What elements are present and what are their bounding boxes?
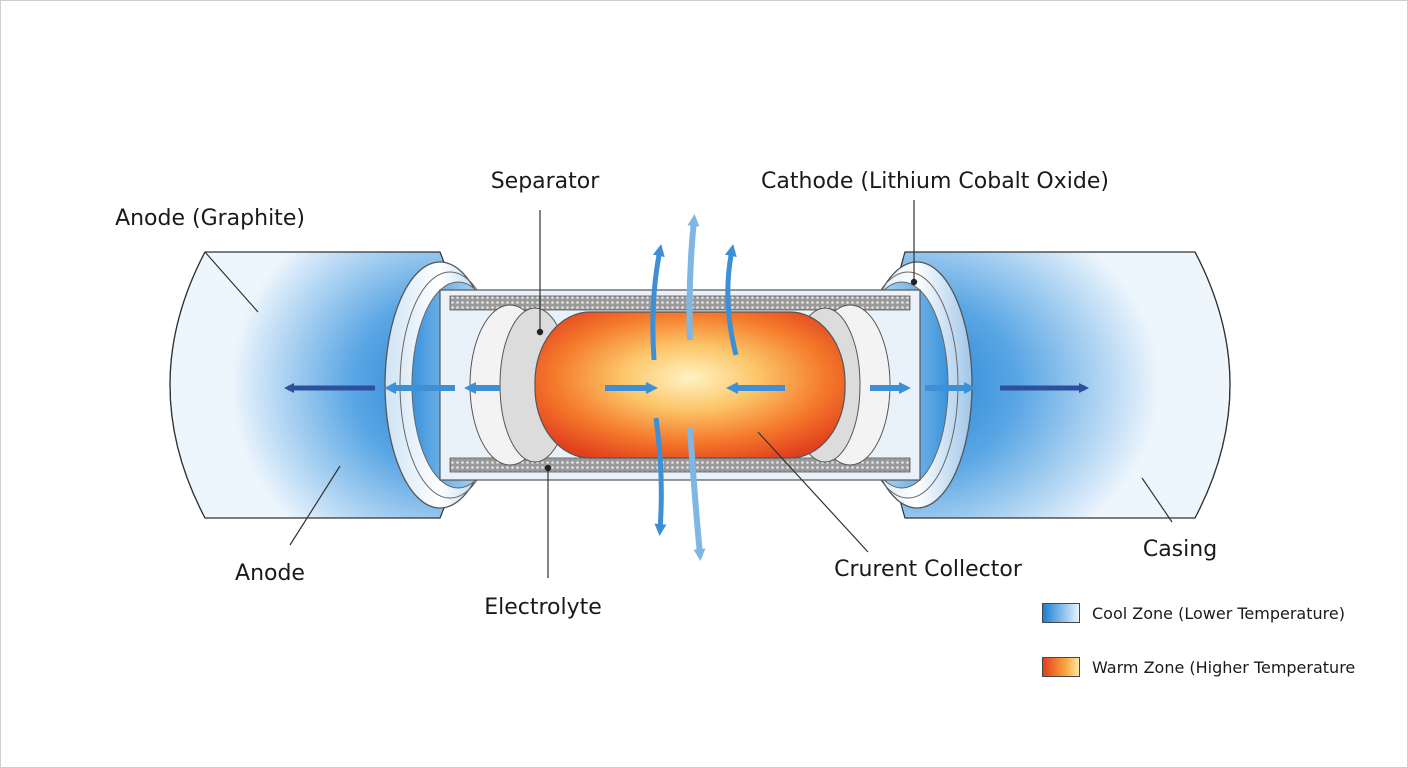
leader-casing bbox=[1141, 477, 1173, 523]
legend-item-cool: Cool Zone (Lower Temperature) bbox=[1042, 600, 1392, 626]
legend-item-warm: Warm Zone (Higher Temperature bbox=[1042, 654, 1392, 680]
label-casing: Casing bbox=[1143, 537, 1217, 562]
label-anode-graphite: Anode (Graphite) bbox=[115, 206, 305, 231]
arrow-up-center bbox=[686, 214, 700, 341]
label-electrolyte: Electrolyte bbox=[484, 595, 602, 620]
dot-separator bbox=[536, 328, 544, 336]
dot-cathode bbox=[910, 278, 918, 286]
right-casing-cylinder bbox=[884, 251, 1231, 519]
label-cathode: Cathode (Lithium Cobalt Oxide) bbox=[761, 169, 1109, 194]
leader-dots bbox=[536, 278, 918, 472]
leader-anode bbox=[289, 465, 341, 546]
legend-label-warm: Warm Zone (Higher Temperature bbox=[1092, 657, 1356, 677]
legend-swatch-warm bbox=[1042, 657, 1080, 677]
label-current-collector: Crurent Collector bbox=[834, 557, 1023, 582]
arrow-up-left bbox=[650, 244, 665, 361]
dot-electrolyte bbox=[544, 464, 552, 472]
arrow-down-left bbox=[653, 417, 667, 536]
legend: Cool Zone (Lower Temperature) Warm Zone … bbox=[1042, 600, 1392, 680]
leader-lines bbox=[204, 200, 1173, 578]
arrow-down-center bbox=[687, 427, 706, 561]
label-separator: Separator bbox=[491, 169, 601, 194]
legend-swatch-cool bbox=[1042, 603, 1080, 623]
arrow-up-right bbox=[724, 244, 739, 356]
leader-anode-graphite bbox=[204, 251, 259, 313]
legend-label-cool: Cool Zone (Lower Temperature) bbox=[1092, 603, 1345, 623]
vertical-heat-arrows bbox=[650, 214, 739, 561]
label-anode: Anode bbox=[235, 561, 305, 586]
leader-current-collector bbox=[757, 431, 869, 553]
